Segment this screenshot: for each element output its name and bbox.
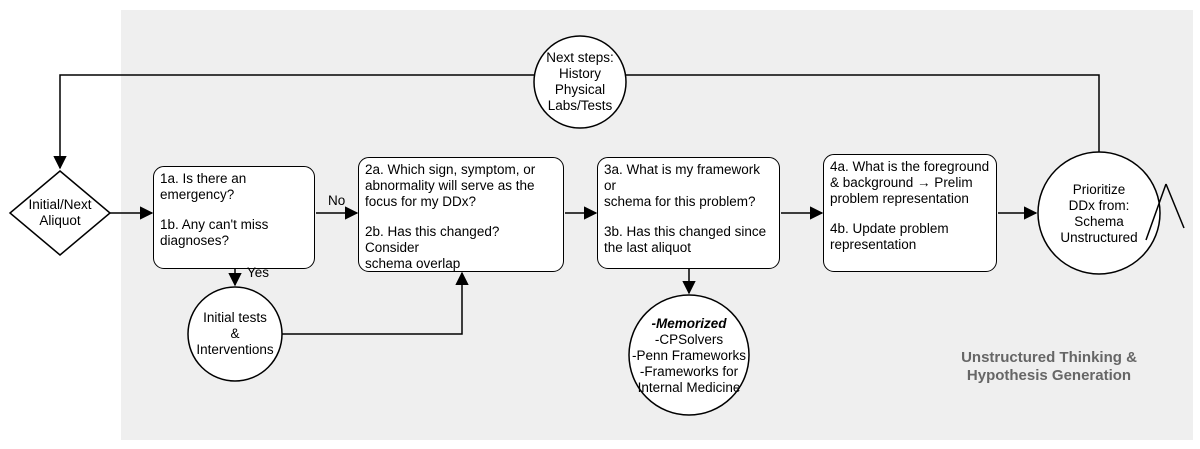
memorized-label: -Memorized -CPSolvers -Penn Frameworks -… — [631, 315, 747, 397]
initial-tests-label: Initial tests & Interventions — [196, 310, 274, 357]
step2a-text: 2a. Which sign, symptom, or abnormality … — [365, 162, 536, 209]
step3-box: 3a. What is my framework or schema for t… — [597, 157, 780, 269]
prioritize-tail-mark — [1145, 183, 1185, 241]
step3b-text: 3b. Has this changed since the last aliq… — [604, 224, 767, 255]
no-edge-label: No — [328, 193, 346, 208]
step1-box: 1a. Is there an emergency? 1b. Any can't… — [153, 166, 315, 269]
step4b-text: 4b. Update problem representation — [830, 221, 949, 252]
memorized-node — [628, 294, 750, 416]
step2b-text: 2b. Has this changed? Consider schema ov… — [365, 224, 500, 271]
edge-loop-back — [626, 74, 1100, 152]
next-steps-node — [533, 35, 627, 129]
yes-edge-label: Yes — [247, 265, 270, 280]
diagram-title: Unstructured Thinking & Hypothesis Gener… — [961, 349, 1137, 384]
initial-aliquot-label: Initial/Next Aliquot — [28, 197, 92, 228]
step4-box: 4a. What is the foreground & background … — [823, 154, 997, 272]
prioritize-label: Prioritize DDx from: Schema Unstructured — [1060, 182, 1138, 245]
step2-box: 2a. Which sign, symptom, or abnormality … — [358, 157, 564, 272]
step1a-text: 1a. Is there an emergency? — [160, 171, 247, 202]
memorized-title: -Memorized — [651, 316, 727, 331]
initial-aliquot-decision — [8, 170, 112, 256]
edge-next-steps-to-aliquot — [53, 74, 534, 170]
memorized-list: -CPSolvers -Penn Frameworks -Frameworks … — [631, 332, 747, 395]
next-steps-label: Next steps: History Physical Labs/Tests — [546, 50, 614, 113]
step4a-text: 4a. What is the foreground & background … — [830, 159, 990, 206]
step1b-text: 1b. Any can't miss diagnoses? — [160, 217, 269, 248]
step3a-text: 3a. What is my framework or schema for t… — [604, 162, 761, 209]
edge-initial-tests-to-box2 — [282, 271, 469, 335]
